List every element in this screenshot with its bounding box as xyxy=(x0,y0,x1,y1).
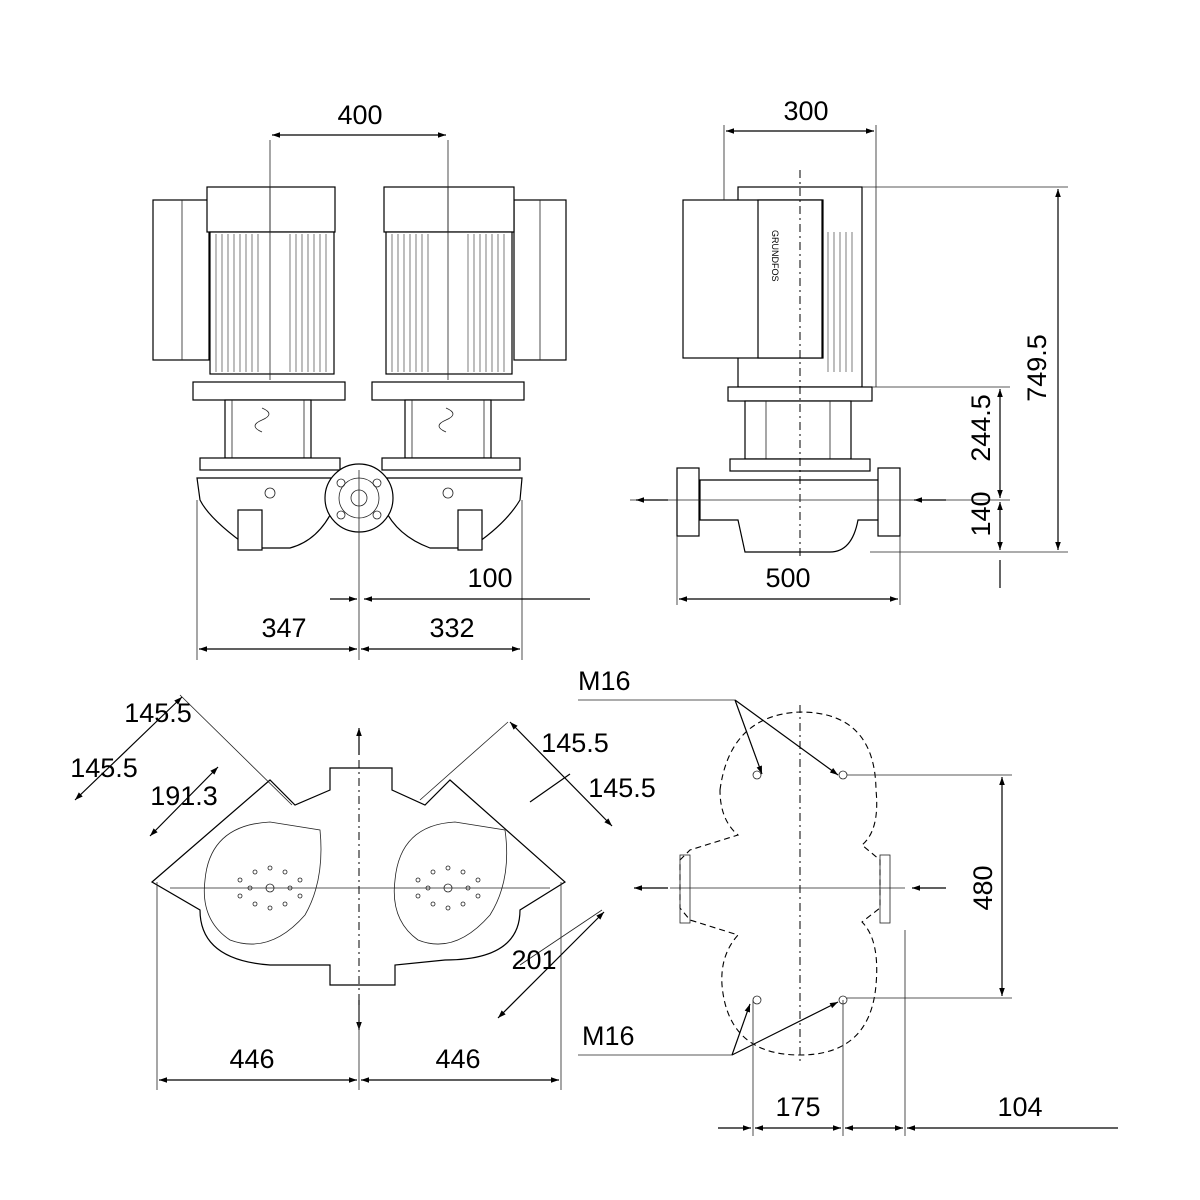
dim-motor-spacing: 400 xyxy=(337,100,382,130)
dim-right-half: 446 xyxy=(435,1044,480,1074)
dim-right-clearance: 201 xyxy=(511,945,556,975)
thread-top-label: M16 xyxy=(578,666,631,696)
left-motor xyxy=(152,186,346,471)
left-motor-fins xyxy=(215,234,327,372)
dim-left-half: 446 xyxy=(229,1044,274,1074)
front-view: 400 100 347 332 xyxy=(152,100,590,660)
bolt-hole-top-right xyxy=(838,770,848,780)
pump-housing-front xyxy=(196,463,523,551)
dim-edge-offset: 104 xyxy=(997,1092,1042,1122)
bolt-hole-bottom-left xyxy=(752,995,762,1005)
brand-text: GRUNDFOS xyxy=(770,230,780,282)
foot-view: M16 M16 480 175 104 xyxy=(578,666,1118,1136)
dim-motor-depth: 300 xyxy=(783,96,828,126)
dim-pipe-axis-height: 140 xyxy=(966,491,996,536)
dim-left-width: 347 xyxy=(261,613,306,643)
dim-hole-spacing: 480 xyxy=(968,865,998,910)
bolt-hole-top-left xyxy=(752,770,762,780)
right-motor xyxy=(371,186,567,471)
top-view: 145.5 145.5 191.3 145.5 145.5 201 446 44… xyxy=(70,694,656,1090)
side-motor-fins xyxy=(827,232,853,372)
dim-pipe-offset: 100 xyxy=(467,563,512,593)
thread-bottom-label: M16 xyxy=(582,1021,635,1051)
dim-left-diag-inner: 145.5 xyxy=(70,753,138,783)
dim-left-diag-outer: 145.5 xyxy=(124,698,192,728)
dim-right-diag-outer: 145.5 xyxy=(541,728,609,758)
dim-total-height: 749.5 xyxy=(1022,334,1052,402)
left-impeller-grid xyxy=(237,865,303,911)
dim-right-diag-inner: 145.5 xyxy=(588,773,656,803)
dim-shaft-height: 244.5 xyxy=(966,394,996,462)
dim-hole-offset: 175 xyxy=(775,1092,820,1122)
dim-left-motor-radius: 191.3 xyxy=(150,781,218,811)
right-motor-fins xyxy=(391,234,505,372)
dim-flange-length: 500 xyxy=(765,563,810,593)
dim-right-width: 332 xyxy=(429,613,474,643)
side-view: GRUNDFOS 300 749.5 xyxy=(630,96,1068,605)
